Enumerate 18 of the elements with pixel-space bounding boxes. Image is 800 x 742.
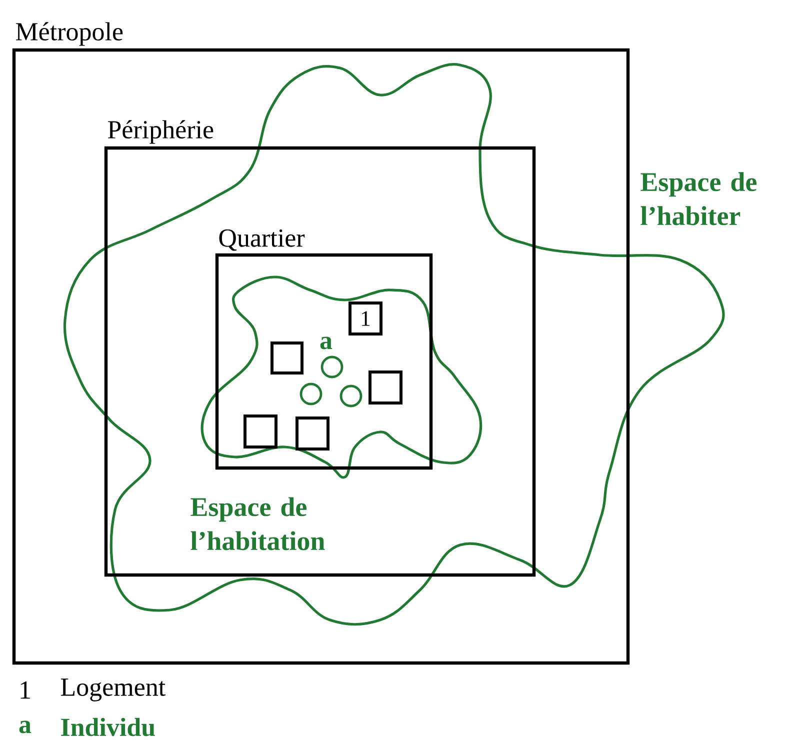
legend-text: Logement [60,678,166,702]
individual-circle [300,382,322,406]
legend-text: Individu [61,718,155,736]
individual-circle [320,356,344,378]
area-label: Espace de l’habitation [190,497,325,550]
dwelling-box [368,370,402,404]
area-label: Espace de l’habiter [640,172,756,226]
individual-marker: a [320,336,332,350]
individual-circle [340,384,362,408]
numbered-box: 1 [348,302,382,336]
legend-symbol: a [19,720,32,734]
box-heading: Quartier [219,229,305,251]
dwelling-box [244,414,278,448]
legend-symbol: 1 [20,681,30,699]
dwelling-box [270,342,304,374]
dwelling-box [296,416,330,450]
box-heading: Périphérie [108,120,214,144]
box-heading: Métropole [16,22,123,46]
